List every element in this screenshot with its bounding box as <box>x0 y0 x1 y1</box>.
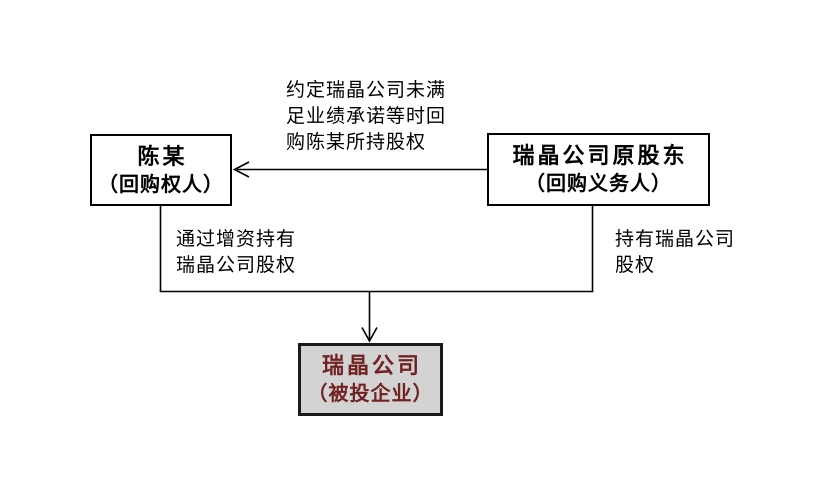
label-repurchase-agreement-line3: 购陈某所持股权 <box>286 132 427 153</box>
node-invested-company: 瑞晶公司 （被投企业） <box>298 343 443 416</box>
label-holding: 持有瑞晶公司 股权 <box>615 227 735 279</box>
node-original-shareholder-subtitle: （回购义务人） <box>525 173 672 195</box>
label-capital-increase-line2: 瑞晶公司股权 <box>176 255 297 276</box>
node-chen-subtitle: （回购权人） <box>98 173 224 196</box>
node-invested-company-subtitle: （被投企业） <box>307 383 434 405</box>
label-repurchase-agreement-line1: 约定瑞晶公司未满 <box>286 80 447 101</box>
label-holding-line2: 股权 <box>615 255 656 276</box>
node-original-shareholder: 瑞晶公司原股东 （回购义务人） <box>487 133 710 206</box>
node-chen-title: 陈某 <box>137 143 188 169</box>
invested-arrowhead-down-icon <box>361 327 378 343</box>
repurchase-arrowhead-left-icon <box>232 161 250 178</box>
label-repurchase-agreement: 约定瑞晶公司未满 足业绩承诺等时回 购陈某所持股权 <box>286 78 446 156</box>
node-chen: 陈某 （回购权人） <box>90 134 232 206</box>
label-holding-line1: 持有瑞晶公司 <box>615 229 736 250</box>
label-capital-increase-line1: 通过增资持有 <box>176 229 297 250</box>
label-capital-increase: 通过增资持有 瑞晶公司股权 <box>176 227 296 279</box>
label-repurchase-agreement-line2: 足业绩承诺等时回 <box>286 106 447 127</box>
node-original-shareholder-title: 瑞晶公司原股东 <box>512 143 688 168</box>
node-invested-company-title: 瑞晶公司 <box>321 353 422 378</box>
